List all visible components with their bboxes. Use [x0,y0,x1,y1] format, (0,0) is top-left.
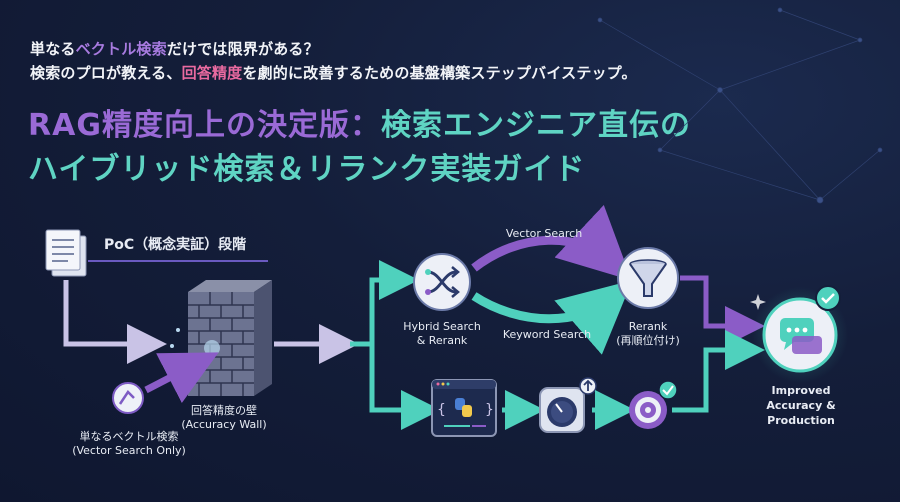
vector-search-label: Vector Search [505,227,583,240]
keyword-search-arrow [471,280,633,355]
branch-down-arrow [369,344,441,430]
network-decoration [597,7,883,204]
funnel-icon [617,247,679,309]
intro-text: だけでは限界がある？ [166,40,319,58]
hybrid-search-label: Hybrid Search & Rerank [396,320,488,348]
svg-text:{: { [437,402,446,418]
page-title-line-1: RAG精度向上の決定版：検索エンジニア直伝の [28,100,691,144]
vector-search-arrow [471,204,632,281]
intro-text: 単なる [30,40,76,58]
vector-only-en: (Vector Search Only) [72,444,186,457]
intro-text: 検索のプロが教える、 [30,64,182,82]
vector-only-label: 単なるベクトル検索 (Vector Search Only) [64,430,194,458]
result-line-1: Improved [771,384,831,397]
intro-highlight: ベクトル検索 [75,40,167,58]
intro-line-1: 単なるベクトル検索だけでは限界がある？ [30,38,319,59]
hybrid-line-1: Hybrid Search [403,320,481,333]
keyword-search-label: Keyword Search [502,328,592,341]
arrow-hand-icon [112,352,219,414]
target-to-result-arrow [672,330,765,413]
branch-up-arrow [350,260,419,347]
intro-highlight: 回答精度 [181,64,243,82]
doc-to-wall-arrow [63,280,167,364]
shuffle-icon [413,253,471,311]
result-line-2: Accuracy & [766,399,836,412]
result-line-3: Production [767,414,835,427]
rerank-to-result-arrow [680,275,765,346]
rerank-line-2: (再順位付け) [616,334,680,347]
rerank-label: Rerank (再順位付け) [608,320,688,348]
page-title-line-2: ハイブリッド検索＆リランク実装ガイド [28,152,586,187]
target-check-icon [629,380,678,429]
svg-text:}: } [485,402,494,418]
title-text: 検索エンジニア直伝の [380,108,691,143]
poc-label: PoC（概念実証）段階 [104,237,247,253]
accuracy-wall-label: 回答精度の壁 (Accuracy Wall) [164,404,284,432]
wall-label-en: (Accuracy Wall) [181,418,267,431]
wall-label-jp: 回答精度の壁 [191,404,257,417]
intro-text: を劇的に改善するための基盤構築ステップバイステップ。 [242,64,637,82]
document-icon [45,229,87,277]
hybrid-line-2: & Rerank [416,334,468,347]
chat-check-icon [750,285,848,383]
intro-line-2: 検索のプロが教える、回答精度を劇的に改善するための基盤構築ステップバイステップ。 [30,62,637,83]
rerank-line-1: Rerank [628,320,668,333]
gauge-icon [539,377,597,433]
result-label: Improved Accuracy & Production [758,383,844,428]
title-text: RAG精度向上の決定版： [28,108,381,143]
python-code-icon: { } [431,379,497,437]
brick-wall-icon [170,280,272,396]
vector-only-jp: 単なるベクトル検索 [79,430,179,443]
